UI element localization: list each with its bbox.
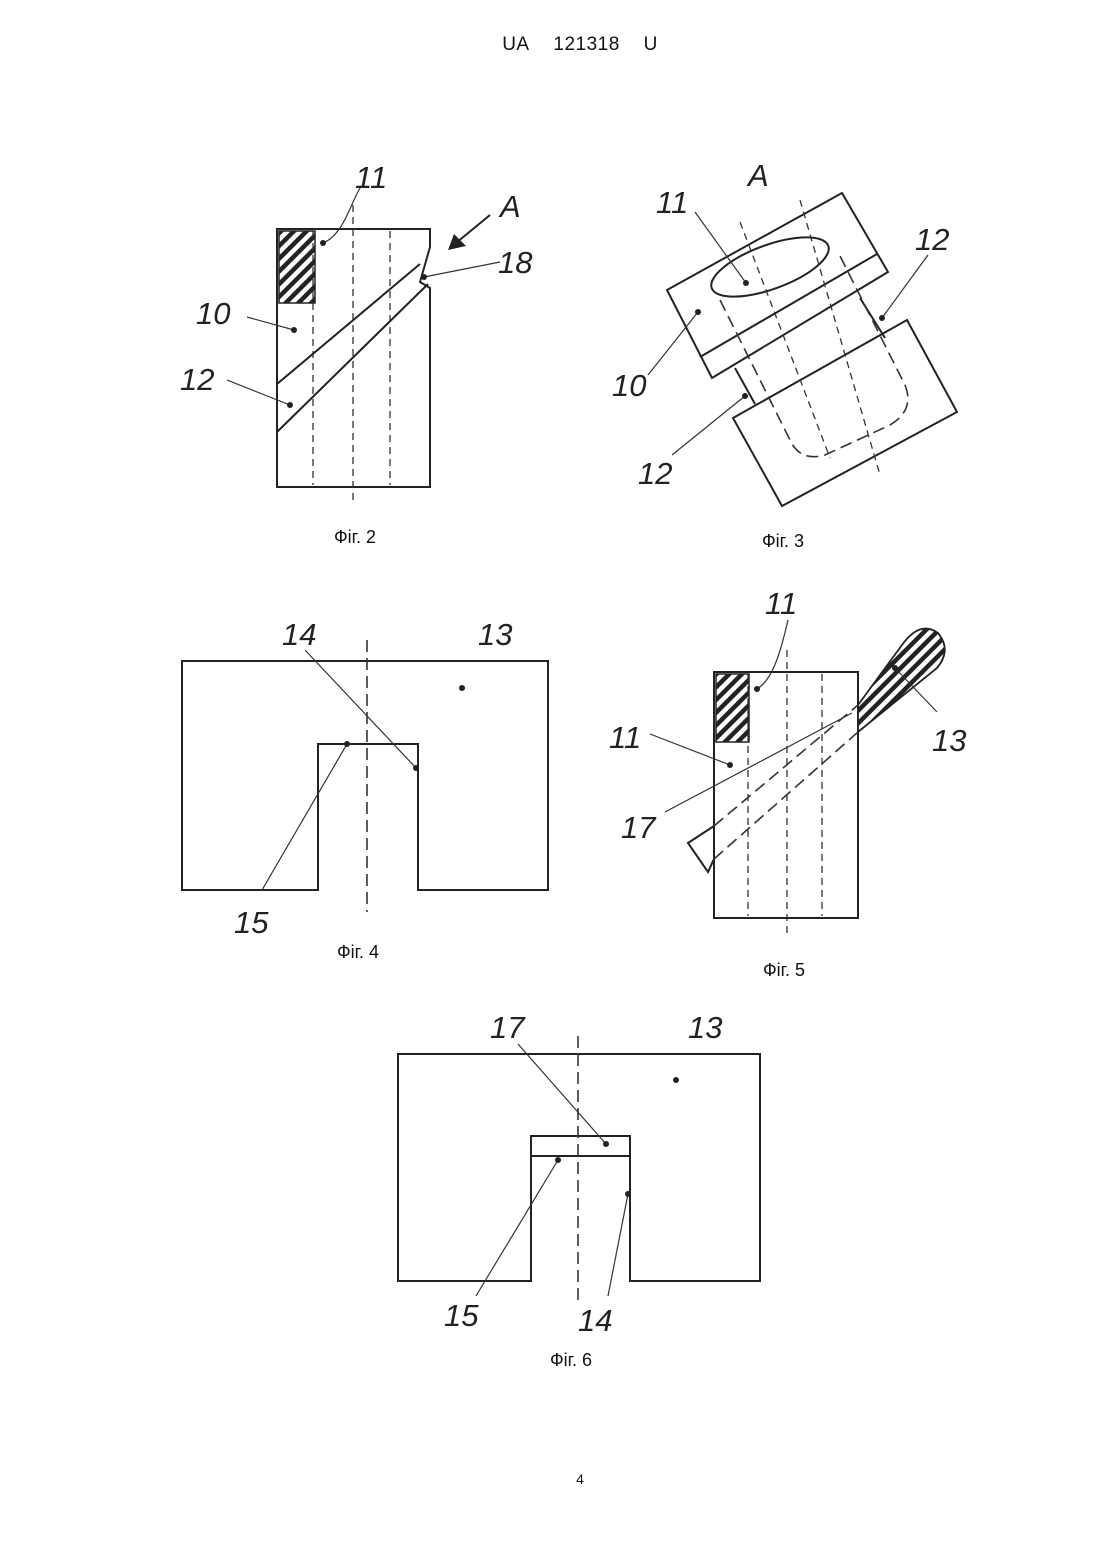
fig6-leader-17 — [518, 1044, 606, 1144]
fig2-leader-10 — [247, 317, 294, 330]
fig2-caption: Фіг. 2 — [334, 527, 376, 547]
fig6-label-17: 17 — [490, 1010, 526, 1045]
fig5-plate-13-section — [858, 629, 945, 732]
figure-4: 14 13 15 Фіг. 4 — [182, 617, 548, 962]
fig5-hatched-section — [716, 674, 749, 742]
fig5-label-13: 13 — [932, 723, 966, 758]
fig4-leader-14 — [305, 650, 416, 768]
fig3-leader-12-bottom — [672, 396, 745, 455]
fig6-label-15: 15 — [444, 1298, 479, 1333]
fig3-label-10: 10 — [612, 368, 646, 403]
fig4-caption: Фіг. 4 — [337, 942, 379, 962]
fig2-leader-18 — [424, 262, 500, 277]
fig6-leader-14 — [608, 1194, 628, 1296]
fig2-hatched-section — [279, 231, 315, 303]
fig2-label-18: 18 — [498, 245, 533, 280]
fig3-axis-2 — [800, 200, 880, 475]
fig2-leader-12 — [227, 380, 290, 405]
fig6-label-13: 13 — [688, 1010, 722, 1045]
page-number: 4 — [0, 1471, 1101, 1487]
fig5-label-17: 17 — [621, 810, 657, 845]
fig2-label-11: 11 — [355, 160, 387, 195]
fig4-point-13 — [459, 685, 465, 691]
fig2-label-12: 12 — [180, 362, 214, 397]
fig5-leader-11-top — [757, 620, 788, 689]
fig3-label-11: 11 — [656, 185, 688, 220]
fig3-lower-block — [733, 320, 957, 506]
fig6-caption: Фіг. 6 — [550, 1350, 592, 1370]
fig2-label-10: 10 — [196, 296, 230, 331]
fig4-label-13: 13 — [478, 617, 512, 652]
fig2-label-A: A — [498, 189, 521, 224]
fig3-leader-11 — [695, 212, 746, 283]
figure-6: 17 13 15 14 Фіг. 6 — [398, 1010, 760, 1370]
fig6-point-13 — [673, 1077, 679, 1083]
fig3-hole-ellipse — [704, 225, 836, 309]
fig4-label-14: 14 — [282, 617, 316, 652]
fig5-plate-hidden-bottom — [714, 732, 858, 859]
fig3-caption: Фіг. 3 — [762, 531, 804, 551]
fig6-label-14: 14 — [578, 1303, 612, 1338]
fig3-leader-10 — [648, 312, 698, 375]
fig2-leader-11 — [323, 188, 360, 243]
fig3-upper-block-step — [700, 254, 877, 357]
fig5-caption: Фіг. 5 — [763, 960, 805, 980]
fig4-plate-outline — [182, 661, 548, 890]
fig6-plate-outline — [398, 1054, 760, 1281]
fig4-label-15: 15 — [234, 905, 269, 940]
fig5-label-11-left: 11 — [609, 720, 641, 755]
figure-3: A 11 12 10 12 Фіг. 3 — [612, 158, 957, 551]
fig3-label-12-bottom: 12 — [638, 456, 672, 491]
fig5-plate-stub — [688, 826, 714, 872]
fig6-leader-15 — [476, 1160, 558, 1296]
fig5-label-11-top: 11 — [765, 586, 797, 621]
figure-5: 11 11 13 17 Фіг. 5 — [609, 586, 966, 980]
fig3-label-A: A — [746, 158, 769, 193]
fig2-view-arrow-shaft — [456, 215, 490, 243]
fig3-leader-12-top — [882, 255, 928, 318]
fig3-axis-1 — [740, 222, 830, 458]
fig3-label-12-top: 12 — [915, 222, 949, 257]
figure-2: 11 A 18 10 12 Фіг. 2 — [180, 160, 533, 547]
fig4-leader-15 — [262, 744, 347, 890]
